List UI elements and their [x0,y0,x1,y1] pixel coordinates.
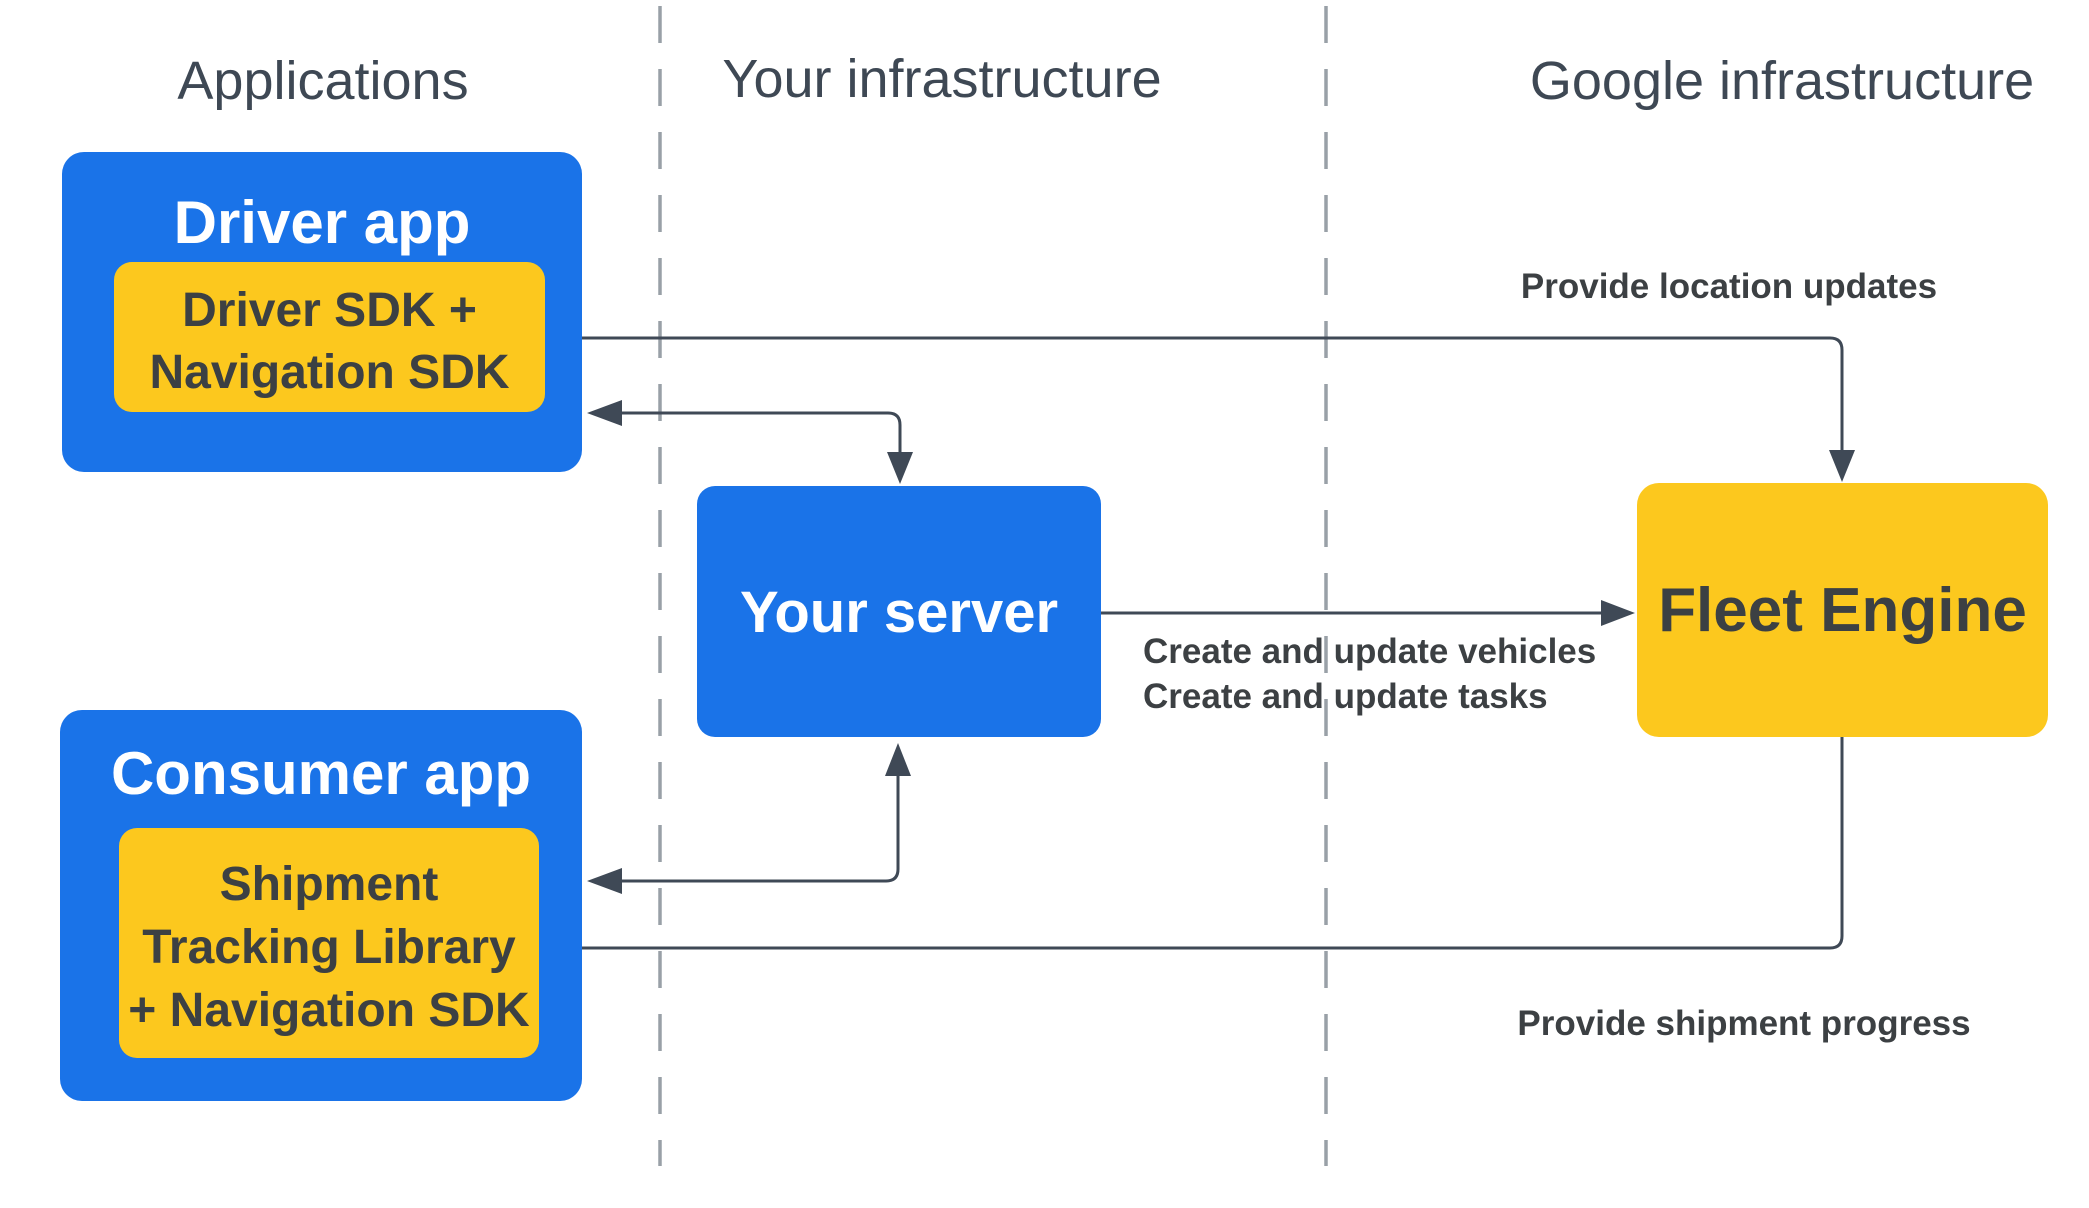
create-update-label-line-2: Create and update tasks [1143,677,1548,716]
driver-app-node: Driver app Driver SDK + Navigation SDK [62,152,582,472]
consumer-sdk-label-line-3: + Navigation SDK [128,983,530,1037]
arrowhead-left-into-driver-app [587,400,622,426]
column-header-your-infrastructure: Your infrastructure [722,49,1162,109]
arrowhead-right-into-fleet-engine [1601,600,1635,626]
driver-sdk-node: Driver SDK + Navigation SDK [114,262,545,412]
arrowhead-left-into-consumer-app [587,868,622,894]
your-server-title: Your server [739,580,1059,645]
consumer-sdk-node: Shipment Tracking Library + Navigation S… [119,828,539,1058]
driver-sdk-label-line-2: Navigation SDK [149,346,510,399]
your-server-node: Your server [697,486,1101,737]
consumer-sdk-label-line-1: Shipment [219,857,439,911]
shipment-progress-arrow [541,737,1844,961]
arrowhead-up-into-your-server [885,743,911,776]
consumer-sdk-label-line-2: Tracking Library [142,920,516,974]
provide-location-updates-label: Provide location updates [1520,267,1938,306]
arrowhead-down-into-your-server [887,452,913,484]
consumer-app-node: Consumer app Shipment Tracking Library +… [60,710,582,1101]
provide-shipment-progress-label: Provide shipment progress [1517,1004,1971,1043]
fleet-engine-node: Fleet Engine [1637,483,2048,737]
server-fleet-engine-arrow [1101,600,1635,626]
arrowhead-down-into-fleet-engine [1829,450,1855,482]
column-header-applications: Applications [177,51,469,111]
create-update-label-line-1: Create and update vehicles [1143,632,1597,671]
driver-app-title: Driver app [173,189,471,256]
create-update-label: Create and update vehicles Create and up… [1143,629,1596,719]
driver-app-server-arrow [587,400,913,484]
consumer-app-title: Consumer app [110,740,532,807]
column-header-google-infrastructure: Google infrastructure [1529,51,2035,111]
location-updates-arrow [546,325,1855,482]
fleet-engine-title: Fleet Engine [1658,576,2027,645]
driver-sdk-label-line-1: Driver SDK + [182,284,477,337]
server-consumer-app-arrow [587,743,911,894]
